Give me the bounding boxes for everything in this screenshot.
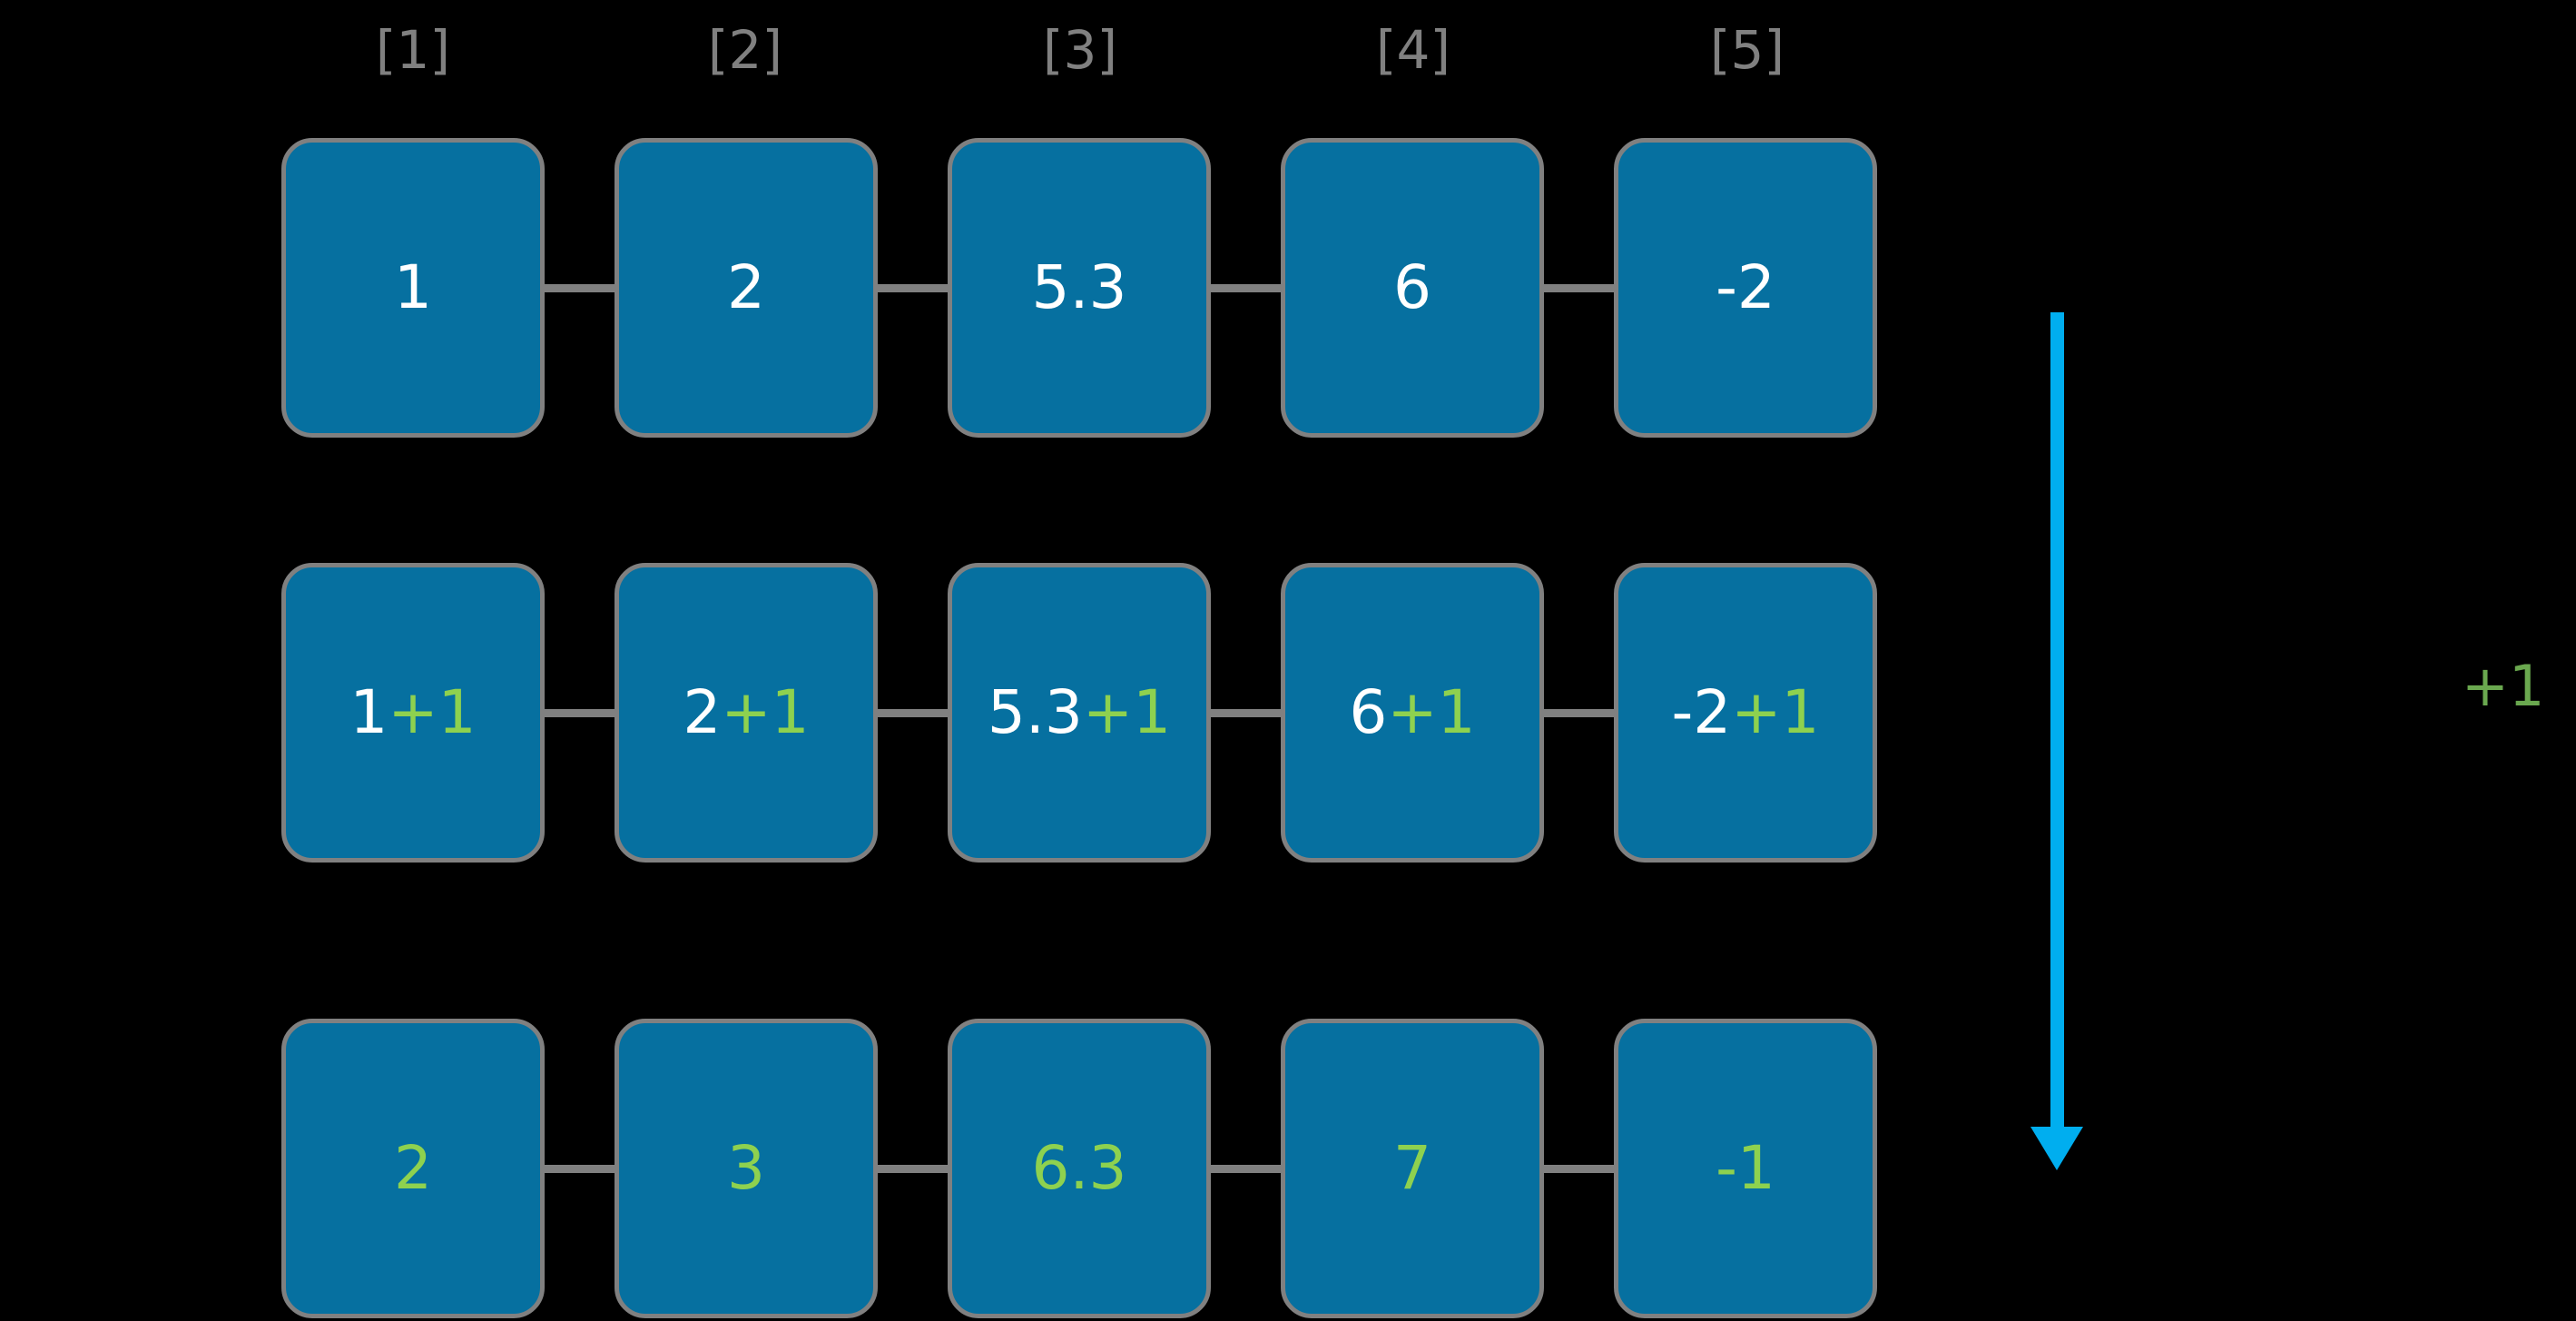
index-label-4: [4] <box>1375 19 1451 81</box>
index-label-5: [5] <box>1709 19 1785 81</box>
cell-value: 5.3+1 <box>988 683 1171 743</box>
cell-base-value: -2 <box>1716 252 1775 322</box>
cell-base-value: 1 <box>349 677 388 747</box>
arrow-shaft <box>2050 312 2064 1134</box>
array-row-original: 1 2 5.3 6 -2 <box>0 138 2576 439</box>
array-row-result: 2 3 6.3 7 -1 <box>0 1019 2576 1320</box>
array-cell[interactable]: 6+1 <box>1281 563 1544 863</box>
cell-connector <box>1539 284 1626 292</box>
cell-connector <box>1206 1165 1293 1173</box>
cell-base-value: 1 <box>394 252 432 322</box>
array-cell[interactable]: 6.3 <box>948 1019 1211 1318</box>
cell-value: -1 <box>1716 1133 1775 1203</box>
array-cell[interactable]: 5.3+1 <box>948 563 1211 863</box>
cell-base-value: 6 <box>1393 252 1431 322</box>
cell-base-value: 5.3 <box>1031 252 1127 322</box>
cell-delta-value: +1 <box>1387 677 1476 747</box>
cell-delta-value: +1 <box>721 677 810 747</box>
array-cell[interactable]: 3 <box>615 1019 878 1318</box>
operation-annotation: +1 <box>2462 653 2545 719</box>
cell-base-value: 6 <box>1349 677 1388 747</box>
index-label-3: [3] <box>1042 19 1118 81</box>
array-cell[interactable]: 7 <box>1281 1019 1544 1318</box>
cell-value: 6 <box>1393 258 1431 318</box>
cell-connector <box>873 709 959 717</box>
cell-connector <box>1206 709 1293 717</box>
down-arrow-icon <box>2030 312 2091 1175</box>
arrow-head <box>2030 1127 2083 1170</box>
array-cell[interactable]: 6 <box>1281 138 1544 438</box>
cell-connector <box>873 1165 959 1173</box>
cell-delta-value: +1 <box>388 677 477 747</box>
cell-value: 3 <box>727 1133 765 1203</box>
cell-value: 1+1 <box>349 683 476 743</box>
array-cell[interactable]: 2 <box>281 1019 545 1318</box>
cell-value: 1 <box>394 258 432 318</box>
index-label-2: [2] <box>707 19 783 81</box>
cell-connector <box>1539 1165 1626 1173</box>
cell-connector <box>540 709 626 717</box>
array-cell[interactable]: 1 <box>281 138 545 438</box>
array-cell[interactable]: -1 <box>1614 1019 1877 1318</box>
cell-value: 2 <box>394 1133 432 1203</box>
array-cell[interactable]: 2 <box>615 138 878 438</box>
cell-connector <box>540 284 626 292</box>
index-label-1: [1] <box>375 19 451 81</box>
cell-base-value: 5.3 <box>987 677 1083 747</box>
cell-value: 5.3 <box>1032 258 1127 318</box>
cell-delta-value: +1 <box>1731 677 1820 747</box>
cell-value: -2+1 <box>1671 683 1819 743</box>
index-header: [1] [2] [3] [4] [5] <box>0 18 2576 82</box>
cell-base-value: 2 <box>727 252 765 322</box>
cell-value: -2 <box>1716 258 1775 318</box>
array-cell[interactable]: 2+1 <box>615 563 878 863</box>
cell-value: 2 <box>727 258 765 318</box>
cell-connector <box>873 284 959 292</box>
array-cell[interactable]: -2+1 <box>1614 563 1877 863</box>
cell-value: 6+1 <box>1349 683 1475 743</box>
cell-value: 2+1 <box>683 683 809 743</box>
array-row-expression: 1+1 2+1 5.3+1 6+1 -2+1 <box>0 563 2576 864</box>
array-cell[interactable]: 5.3 <box>948 138 1211 438</box>
array-cell[interactable]: 1+1 <box>281 563 545 863</box>
cell-base-value: 2 <box>683 677 722 747</box>
array-cell[interactable]: -2 <box>1614 138 1877 438</box>
cell-connector <box>540 1165 626 1173</box>
cell-delta-value: +1 <box>1082 677 1172 747</box>
cell-value: 7 <box>1393 1133 1431 1203</box>
cell-base-value: -2 <box>1671 677 1732 747</box>
cell-value: 6.3 <box>1031 1133 1127 1203</box>
cell-connector <box>1539 709 1626 717</box>
cell-connector <box>1206 284 1293 292</box>
